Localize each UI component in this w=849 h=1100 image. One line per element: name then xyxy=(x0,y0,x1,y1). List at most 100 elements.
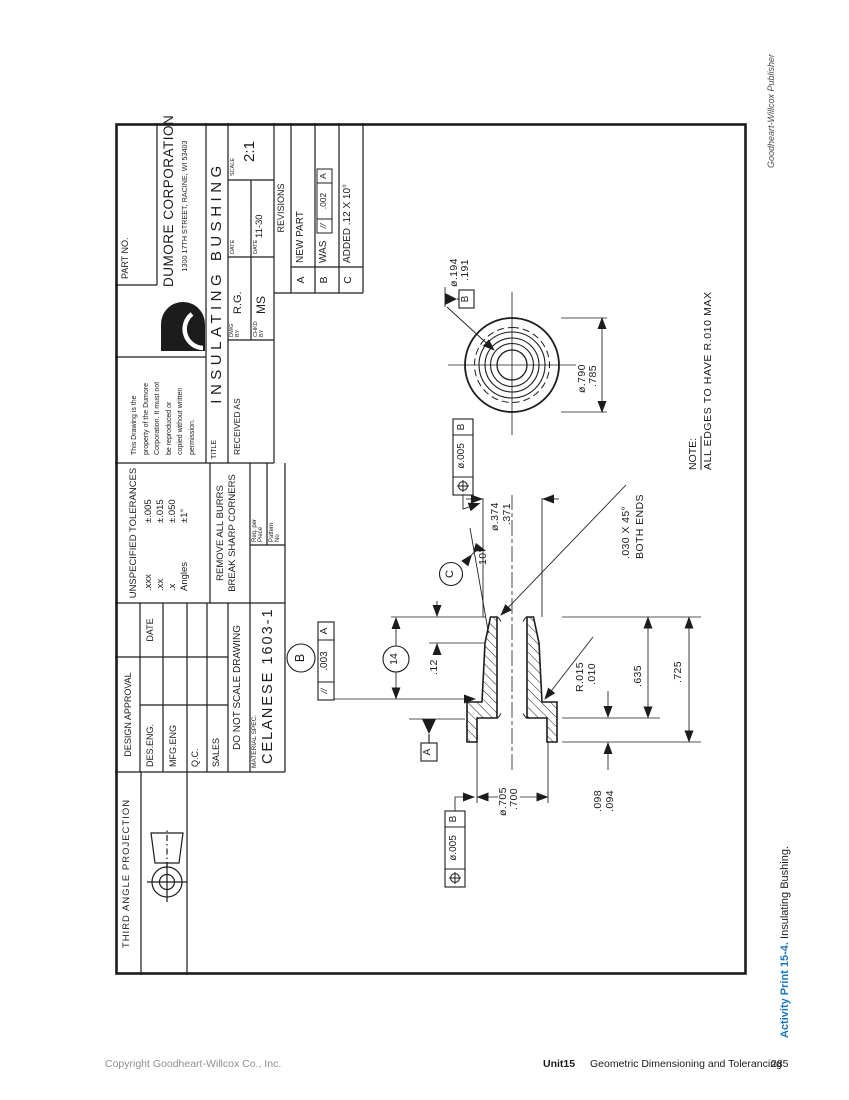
dwg-by-value: R.G. xyxy=(232,291,244,314)
dim-taper-length: .12 xyxy=(428,659,440,675)
approval-row-qc: Q.C. xyxy=(190,748,200,767)
company-address: 1300 17TH STREET, RACINE, WI 53403 xyxy=(180,140,189,272)
material-spec-label: MATERIAL SPEC. xyxy=(251,714,258,768)
position-symbol-icon xyxy=(457,480,469,492)
dim-ref-length: 14 xyxy=(388,653,400,665)
rev-b-fcf-tol: .002 xyxy=(318,192,328,210)
third-angle-projection-icon xyxy=(147,828,187,902)
rev-b-ltr: B xyxy=(318,276,330,284)
company-name: DUMORE CORPORATION xyxy=(161,114,176,287)
tol-xxx-val: ±.005 xyxy=(143,499,154,523)
deburr-line2: BREAK SHARP CORNERS xyxy=(227,474,238,592)
dim-length-overall: .725 xyxy=(672,660,684,683)
dim-fillet-upper: R.015 xyxy=(574,661,586,692)
dim-fillet-lower: .010 xyxy=(586,662,598,685)
figure-caption-number: Activity Print 15-4. xyxy=(779,942,791,1038)
tol-xx-val: ±.015 xyxy=(155,499,166,523)
copyright-line: Copyright Goodheart-Willcox Co., Inc. xyxy=(105,1058,282,1070)
rev-c-desc: ADDED .12 X 10° xyxy=(342,183,353,263)
received-as: RECEIVED AS xyxy=(232,398,242,455)
part-section-upper-wall xyxy=(466,616,498,743)
figure-caption-title: Insulating Bushing. xyxy=(779,846,791,939)
balloon-c-label: C xyxy=(444,570,456,578)
property-notice: This Drawing is the property of the Dumo… xyxy=(131,381,196,455)
end-view-crosshair xyxy=(448,292,576,435)
part-section-lower-wall xyxy=(526,616,558,743)
dim-chamfer-line1: .030 X 45° xyxy=(620,505,632,559)
rev-c-ltr: C xyxy=(342,276,354,284)
dim-length-inner: .635 xyxy=(632,664,644,687)
date-value: 11-30 xyxy=(254,214,265,238)
revisions-header: REVISIONS xyxy=(276,183,286,233)
rev-a-ltr: A xyxy=(295,276,307,284)
tol-x: .x xyxy=(167,583,178,591)
drawing-linework xyxy=(115,123,747,975)
sheet-border xyxy=(115,123,747,975)
fcf-cbore-frame xyxy=(444,810,466,888)
dim-cbore-depth-upper: .098 xyxy=(592,789,604,812)
dim-taper-angle: 10° xyxy=(477,547,489,565)
footer-page-number: 285 xyxy=(771,1058,789,1070)
tol-x-val: ±.050 xyxy=(167,499,178,523)
tolerances-header: UNSPECIFIED TOLERANCES xyxy=(128,467,139,599)
dim-flange-lower: .785 xyxy=(587,364,599,387)
figure-caption: Activity Print 15-4. Insulating Bushing. xyxy=(779,846,791,1038)
dim-tip-lower: .371 xyxy=(501,502,513,525)
scale-value: 2:1 xyxy=(241,141,258,162)
tol-xxx: .xxx xyxy=(143,574,154,591)
chkd-by-value: MS xyxy=(254,296,268,314)
do-not-scale: DO NOT SCALE DRAWING xyxy=(232,625,243,751)
drawing-sheet: THIRD ANGLE PROJECTION DESIGN APPROVAL D… xyxy=(115,114,747,975)
edge-publisher-credit: Goodheart-Willcox Publisher xyxy=(766,54,776,168)
part-section-view xyxy=(466,495,558,770)
footer-chapter: Geometric Dimensioning and Tolerancing xyxy=(590,1058,782,1070)
dim-bore-lower: .191 xyxy=(459,258,471,281)
fcf-parallel-tol: .003 xyxy=(319,651,330,671)
date-label-1: DATE xyxy=(230,239,236,254)
dim-chamfer-line2: BOTH ENDS xyxy=(634,494,646,559)
datum-b-triangle-icon xyxy=(445,293,457,305)
title-block-grid xyxy=(115,123,364,975)
rev-b-desc: WAS xyxy=(318,240,329,263)
datum-a-label: A xyxy=(422,748,433,756)
date-label-2: DATE xyxy=(253,239,259,254)
revision-b-fcf-box xyxy=(316,168,333,234)
balloon-b-circle xyxy=(286,643,316,673)
dim-cbore-chip: ø.705 .700 xyxy=(497,785,521,818)
bore-chamfer-edges xyxy=(497,616,527,719)
approval-row-sales: SALES xyxy=(211,737,221,767)
third-angle-label: THIRD ANGLE PROJECTION xyxy=(121,798,132,949)
dumore-logo xyxy=(161,302,205,351)
tol-angles: Angles xyxy=(179,561,190,591)
rev-b-fcf-datum: A xyxy=(318,173,328,179)
design-approval-header: DESIGN APPROVAL xyxy=(123,672,133,757)
fcf-parallel-frame xyxy=(317,621,335,701)
material-spec-value: CELANESE 1603-1 xyxy=(260,607,276,764)
dim-tip-upper: ø.374 xyxy=(489,502,501,531)
balloon-b-label: B xyxy=(293,653,307,663)
fcf-tip-datum: B xyxy=(456,423,467,431)
position-symbol-icon xyxy=(449,872,461,884)
fcf-tip-tol: ø.005 xyxy=(456,443,467,469)
footer-unit: Unit15 xyxy=(543,1058,576,1070)
fcf-tip-frame xyxy=(452,418,474,496)
deburr-line1: REMOVE ALL BURRS xyxy=(215,485,226,581)
title-label: TITLE xyxy=(211,439,218,459)
fcf-parallel-sym: // xyxy=(319,688,329,694)
part-no-label: PART NO. xyxy=(120,237,130,279)
part-end-view xyxy=(448,292,576,435)
tol-xx: .xx xyxy=(155,578,166,591)
tol-angles-val: ±1° xyxy=(179,508,190,523)
scale-label: SCALE xyxy=(230,157,236,176)
balloon-c-circle xyxy=(438,561,464,587)
rev-a-desc: NEW PART xyxy=(295,211,306,263)
note-body: ALL EDGES TO HAVE R.010 MAX xyxy=(702,291,714,470)
gdt-symbols xyxy=(286,289,475,888)
note-heading: NOTE: xyxy=(687,437,699,470)
fcf-cbore-tol: ø.005 xyxy=(448,835,459,861)
